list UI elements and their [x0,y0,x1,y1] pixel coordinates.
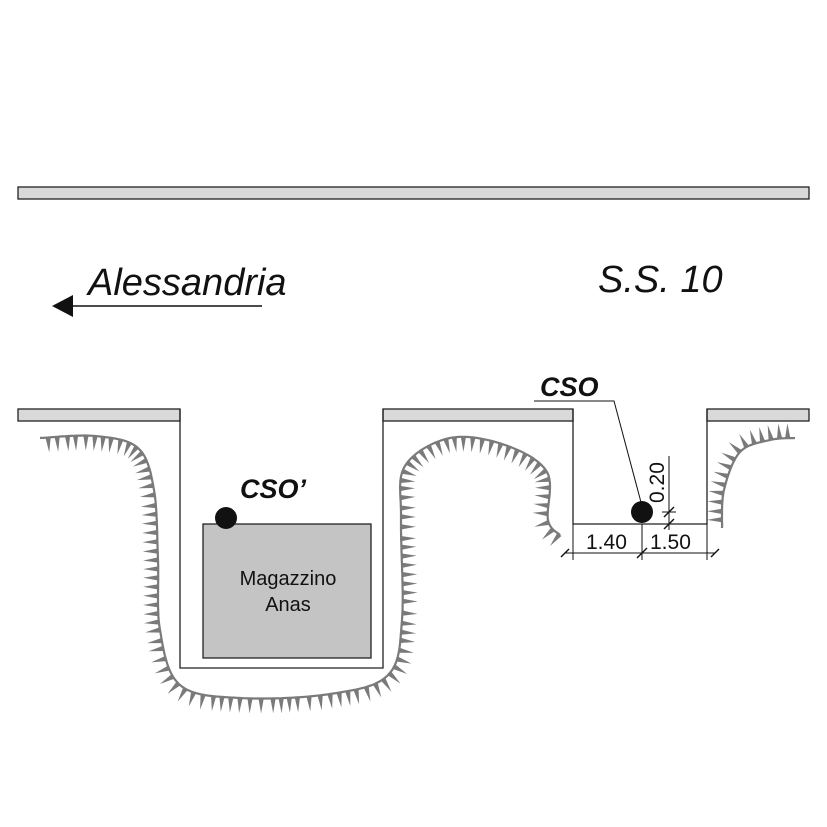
dimension-depth: 0.20 [646,462,669,503]
road-edge-top [17,186,810,200]
embankment-hatching [39,423,795,714]
direction-arrow [52,295,262,317]
dimension-left: 1.40 [586,531,627,554]
road-label: S.S. 10 [598,259,723,301]
wall-segment-right [706,408,810,422]
building-label-line1: Magazzino [240,568,337,590]
horizontal-dimension [560,524,720,560]
embankment-large [39,434,562,714]
large-recess-outline [179,409,384,669]
embankment-right [707,423,795,528]
small-recess-outline [572,409,708,525]
point-cso-prime-label: CSO’ [240,474,307,504]
wall-segment-middle [382,408,574,422]
point-cso-label: CSO [540,372,599,402]
building-magazzino [202,523,372,659]
point-cso-prime [215,507,237,529]
point-cso [631,501,653,523]
dimension-right: 1.50 [650,531,691,554]
wall-segment-left [17,408,181,422]
vertical-dimension [662,456,676,530]
point-cso-leader [534,400,643,507]
building-label-line2: Anas [265,594,311,616]
direction-label: Alessandria [86,262,287,304]
